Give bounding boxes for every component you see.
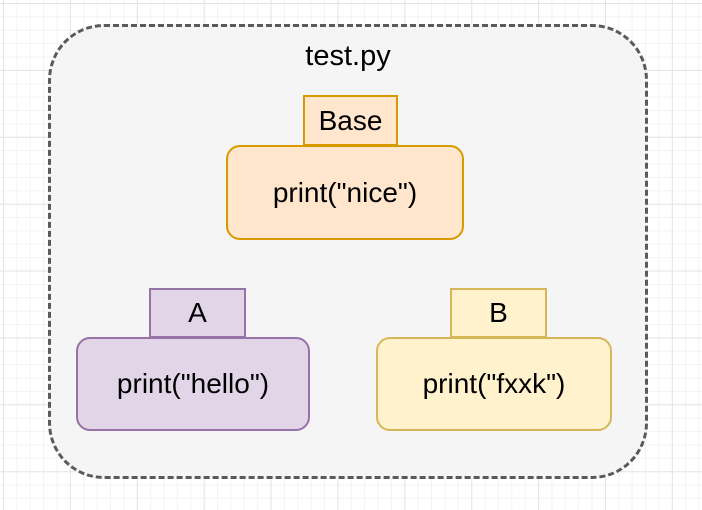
- class-body-b[interactable]: print("fxxk"): [376, 337, 612, 431]
- class-node-a[interactable]: A print("hello"): [76, 288, 310, 431]
- class-name-label: Base: [318, 104, 383, 136]
- class-body-a[interactable]: print("hello"): [76, 337, 310, 431]
- class-node-b[interactable]: B print("fxxk"): [376, 288, 612, 431]
- module-title: test.py: [305, 40, 391, 72]
- class-name-label: A: [188, 297, 207, 328]
- class-name-label: B: [489, 297, 508, 328]
- class-tab-b[interactable]: B: [450, 288, 547, 338]
- class-tab-a[interactable]: A: [149, 288, 246, 338]
- class-body-base[interactable]: print("nice"): [226, 145, 464, 240]
- class-code-text: print("nice"): [272, 176, 418, 208]
- class-code-text: print("hello"): [116, 368, 270, 399]
- class-code-text: print("fxxk"): [422, 368, 566, 399]
- class-tab-base[interactable]: Base: [303, 95, 398, 146]
- class-node-base[interactable]: Base print("nice"): [226, 95, 464, 240]
